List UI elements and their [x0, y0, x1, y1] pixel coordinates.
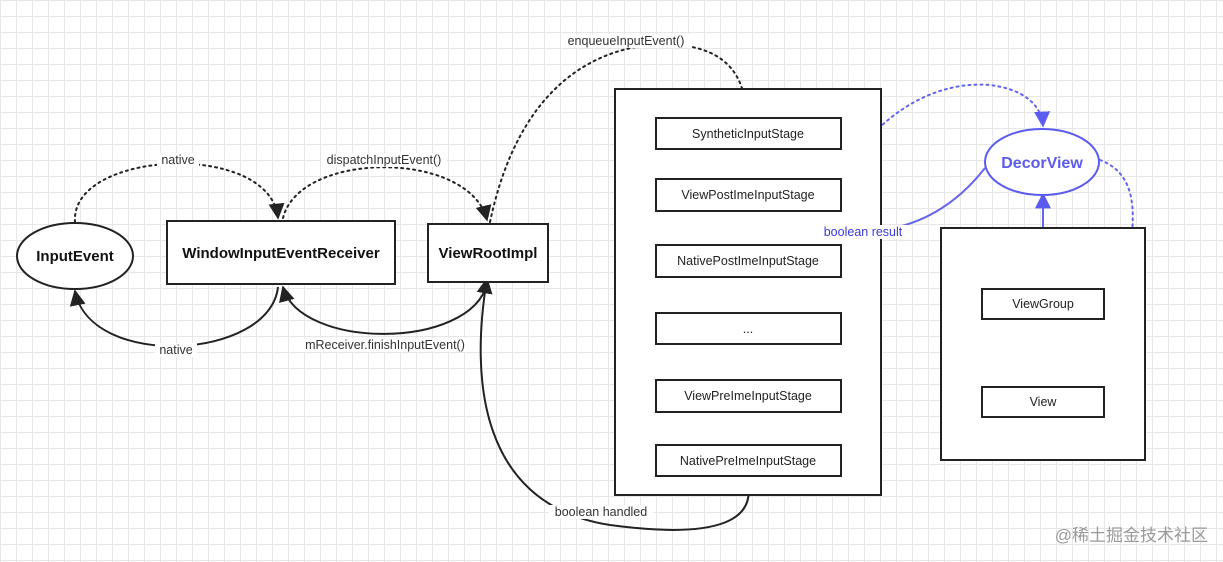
node-window-input-event-receiver-label: WindowInputEventReceiver [182, 245, 380, 262]
edge-label-native-top: native [161, 153, 194, 167]
node-view-root-impl-label: ViewRootImpl [439, 245, 538, 262]
watermark-text: @稀土掘金技术社区 [1055, 526, 1208, 545]
edge-label-enqueue-input-event: enqueueInputEvent() [568, 34, 685, 48]
edge-native-top [73, 162, 285, 223]
stage-view-pre-ime-label: ViewPreImeInputStage [684, 389, 812, 403]
view-hierarchy-container [940, 227, 1146, 461]
node-view-group: ViewGroup [981, 288, 1105, 320]
node-decor-view: DecorView [984, 128, 1100, 196]
node-view-label: View [1030, 395, 1058, 409]
edge-native-bottom [69, 286, 279, 348]
node-input-event-label: InputEvent [36, 248, 114, 265]
edge-finish-input-event [279, 283, 488, 335]
stage-native-pre-ime-label: NativePreImeInputStage [680, 454, 816, 468]
stage-view-post-ime-label: ViewPostImeInputStage [681, 188, 814, 202]
edge-label-native-bottom: native [159, 343, 192, 357]
stage-pipeline-container [614, 88, 882, 496]
stage-view-pre-ime: ViewPreImeInputStage [655, 379, 842, 413]
stage-synthetic-label: SyntheticInputStage [692, 127, 804, 141]
node-window-input-event-receiver: WindowInputEventReceiver [166, 220, 396, 285]
node-view-root-impl: ViewRootImpl [427, 223, 549, 283]
stage-synthetic: SyntheticInputStage [655, 117, 842, 150]
edge-label-boolean-handled: boolean handled [555, 505, 647, 519]
node-view: View [981, 386, 1105, 418]
edge-label-finish-input-event: mReceiver.finishInputEvent() [305, 338, 465, 352]
stage-native-pre-ime: NativePreImeInputStage [655, 444, 842, 477]
stage-native-post-ime-label: NativePostImeInputStage [677, 254, 819, 268]
edge-dispatch-input-event [282, 166, 492, 222]
stage-native-post-ime: NativePostImeInputStage [655, 244, 842, 278]
stage-ellipsis-label: ... [743, 322, 753, 336]
edge-label-boolean-result: boolean result [824, 225, 903, 239]
node-input-event: InputEvent [16, 222, 134, 290]
edge-boolean-handled [476, 277, 750, 531]
stage-view-post-ime: ViewPostImeInputStage [655, 178, 842, 212]
edge-label-dispatch-input-event: dispatchInputEvent() [327, 153, 442, 167]
stage-ellipsis: ... [655, 312, 842, 345]
node-decor-view-label: DecorView [1001, 155, 1083, 172]
node-view-group-label: ViewGroup [1012, 297, 1074, 311]
